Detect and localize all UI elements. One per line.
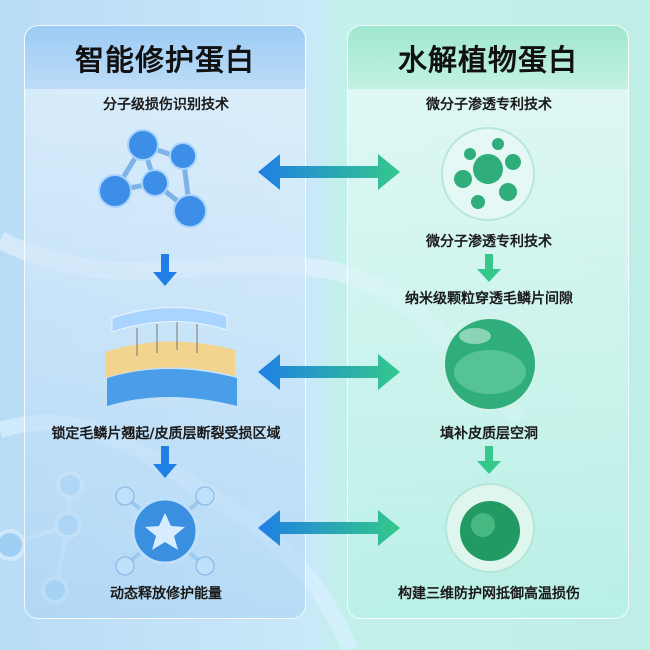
double-arrow-icon — [258, 510, 400, 546]
step-label: 纳米级颗粒穿透毛鳞片间隙 — [405, 291, 573, 307]
step-label: 构建三维防护网抵御高温损伤 — [398, 586, 580, 602]
step-label: 微分子渗透专利技术 — [426, 97, 552, 113]
arrow-down-icon — [477, 446, 501, 474]
step-label: 分子级损伤识别技术 — [103, 97, 229, 113]
step-label: 动态释放修护能量 — [110, 586, 222, 602]
green-droplet-sphere-icon — [443, 317, 537, 411]
hair-layers-icon — [105, 306, 237, 406]
arrow-down-icon — [153, 446, 177, 478]
double-arrow-icon — [258, 354, 400, 390]
panel-title: 水解植物蛋白 — [348, 26, 628, 89]
micro-molecule-sphere-icon — [441, 127, 535, 221]
panel-title: 智能修护蛋白 — [25, 26, 305, 89]
step-label: 锁定毛鳞片翘起/皮质层断裂受损区域 — [51, 426, 281, 442]
molecule-icon — [98, 129, 207, 228]
step-label: 填补皮质层空洞 — [440, 426, 538, 442]
step-label: 微分子渗透专利技术 — [426, 234, 552, 250]
arrow-down-icon — [153, 254, 177, 286]
double-arrow-icon — [258, 154, 400, 190]
smart-repair-protein-panel: 智能修护蛋白 分子级损伤识别技术 锁定毛鳞片翘起/皮质层断裂受损区域 动态释放修… — [24, 25, 306, 619]
star-molecule-icon — [115, 486, 215, 576]
hydrolyzed-plant-protein-panel: 水解植物蛋白 微分子渗透专利技术 微分子渗透专利技术 纳米级颗粒穿透毛鳞片间隙 … — [347, 25, 629, 619]
arrow-down-icon — [477, 254, 501, 282]
cell-sphere-icon — [445, 483, 535, 573]
